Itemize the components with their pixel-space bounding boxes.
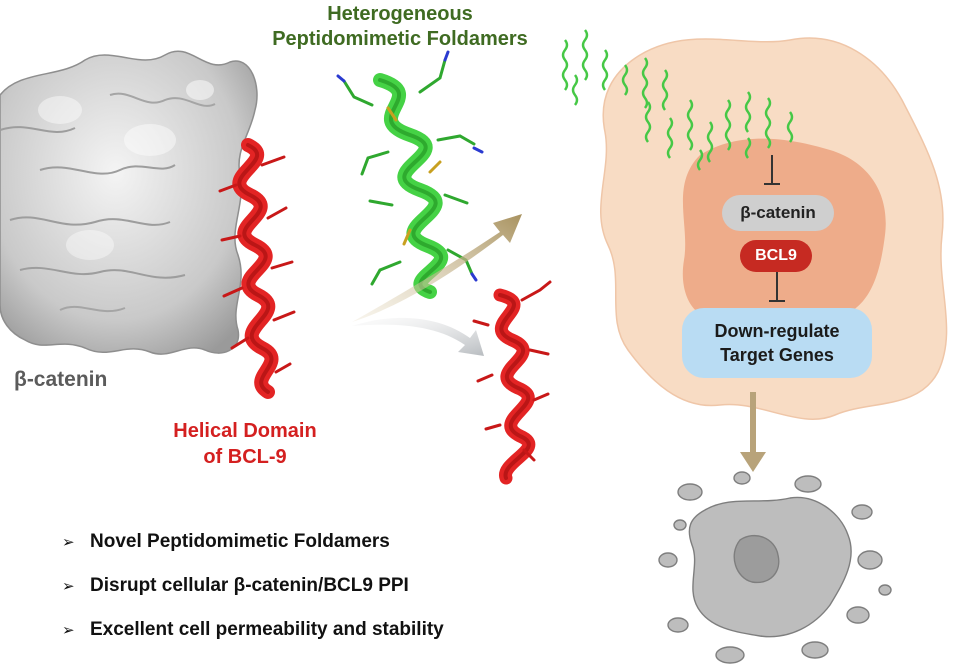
target-genes-line2: Target Genes (720, 345, 834, 365)
bullet-arrow-icon: ➢ (62, 578, 75, 595)
grey-arrow (352, 317, 484, 356)
fragmented-cell (658, 471, 892, 664)
bullet-arrow-icon: ➢ (62, 622, 75, 639)
bullet-item: ➢ Novel Peptidomimetic Foldamers (62, 520, 444, 564)
helical-domain-label: Helical Domain of BCL-9 (150, 418, 340, 470)
pathway-bcl9-pill: BCL9 (740, 240, 812, 272)
bullet-item: ➢ Disrupt cellular β-catenin/BCL9 PPI (62, 564, 444, 608)
green-peptide-cluster (561, 29, 794, 171)
helical-domain-line1: Helical Domain (173, 420, 317, 442)
beta-catenin-protein-surface (0, 50, 258, 355)
bullet-text: Novel Peptidomimetic Foldamers (90, 531, 390, 552)
feature-bullet-list: ➢ Novel Peptidomimetic Foldamers ➢ Disru… (62, 520, 444, 652)
down-arrow (740, 392, 766, 472)
foldamer-title-line2: Peptidomimetic Foldamers (272, 28, 528, 50)
pathway-beta-catenin-pill: β-catenin (722, 195, 834, 231)
green-foldamer-helix (336, 50, 484, 299)
bcl9-helix-bound (218, 138, 296, 399)
bullet-text: Excellent cell permeability and stabilit… (90, 619, 444, 640)
bullet-item: ➢ Excellent cell permeability and stabil… (62, 608, 444, 652)
bcl9-helix-displaced (472, 280, 552, 485)
bullet-text: Disrupt cellular β-catenin/BCL9 PPI (90, 575, 409, 596)
foldamer-title: Heterogeneous Peptidomimetic Foldamers (230, 2, 570, 52)
target-genes-line1: Down-regulate (714, 321, 840, 341)
foldamer-title-line1: Heterogeneous (327, 3, 473, 25)
gold-arrow (352, 214, 522, 322)
helical-domain-line2: of BCL-9 (203, 446, 287, 468)
bullet-arrow-icon: ➢ (62, 534, 75, 551)
beta-catenin-label: β-catenin (14, 368, 108, 391)
inhibition-connectors (764, 155, 785, 302)
pathway-target-genes-pill: Down-regulate Target Genes (682, 308, 872, 378)
